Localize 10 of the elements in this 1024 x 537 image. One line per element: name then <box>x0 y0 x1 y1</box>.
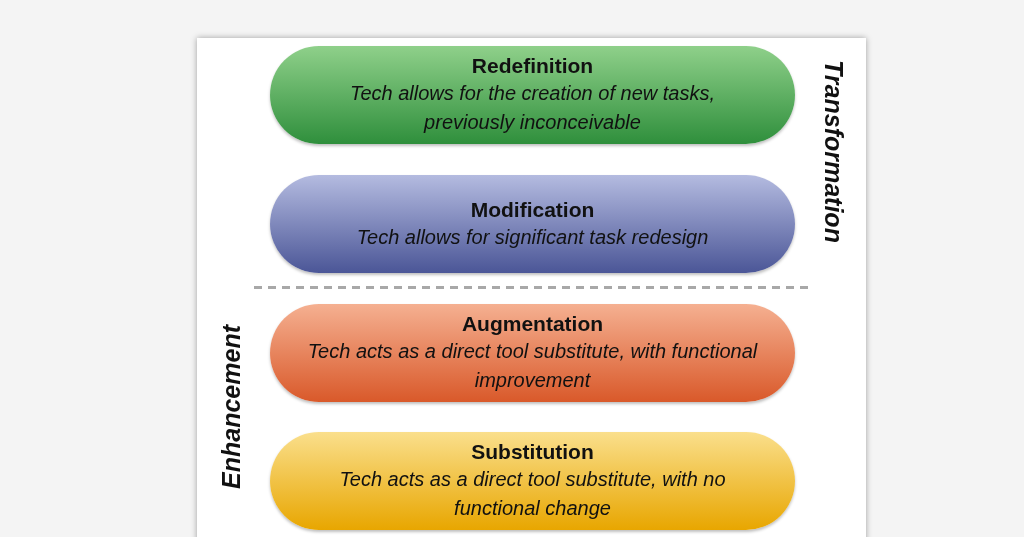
level-title: Redefinition <box>471 53 594 79</box>
level-title: Augmentation <box>461 311 604 337</box>
category-label: Transformation <box>819 60 848 243</box>
level-title: Modification <box>470 196 595 223</box>
level-description: Tech allows for the creation of new tasks, previously inconceivable <box>349 81 716 135</box>
level-description: Tech acts as a direct tool substitute, with no functional change <box>338 467 727 521</box>
level-description: Tech acts as a direct tool substitute, with functional improvement <box>307 339 758 393</box>
category-label: Enhancement <box>217 325 246 489</box>
level-title: Substitution <box>471 439 594 465</box>
level-description: Tech allows for significant task redesign <box>356 224 709 250</box>
